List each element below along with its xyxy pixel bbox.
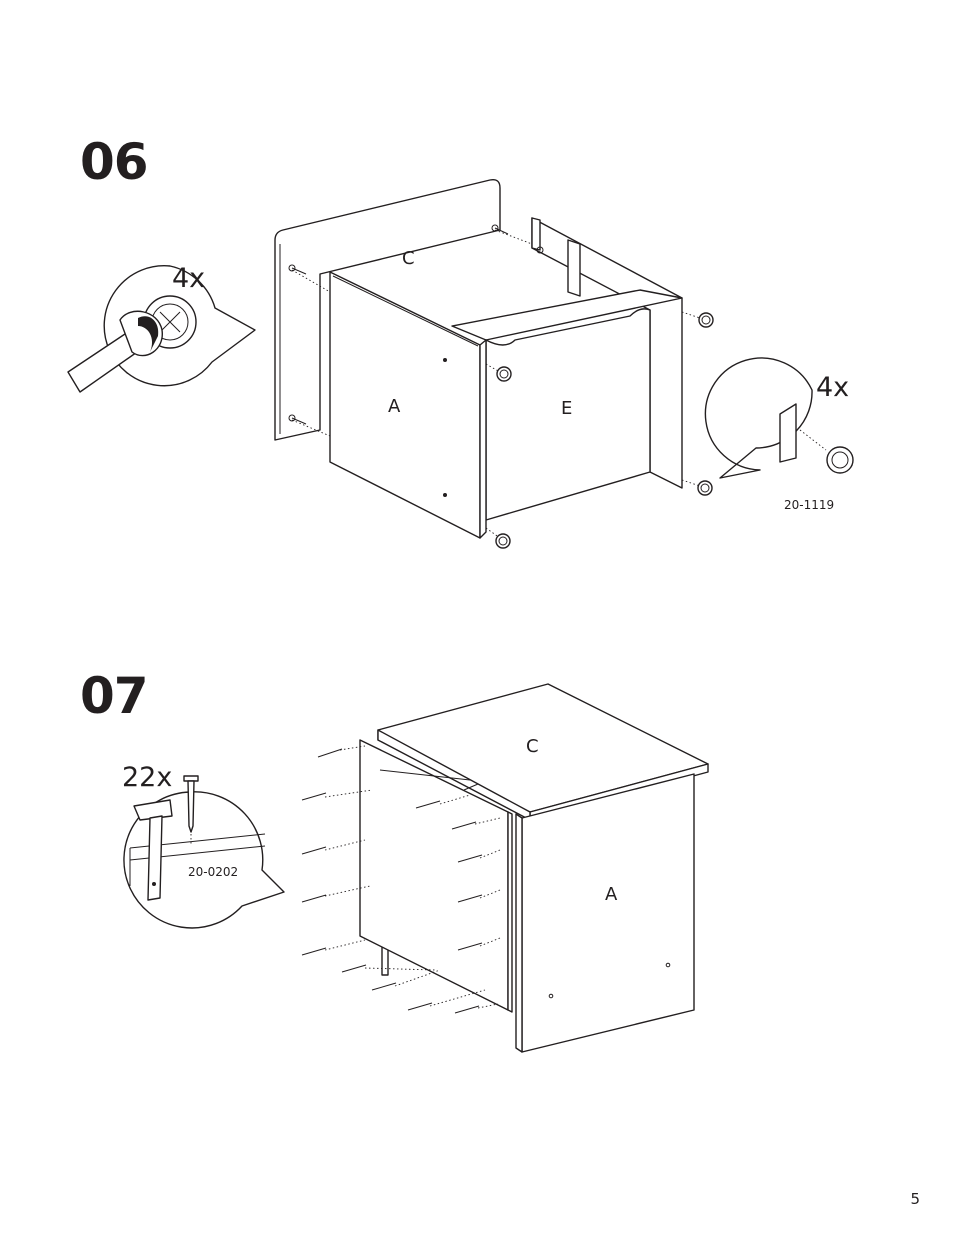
part-label-c-07: C	[526, 736, 539, 757]
panel-a-side-07: A	[516, 774, 694, 1052]
step07-quantity: 22x	[122, 762, 172, 793]
step07-part-code: 20-0202	[188, 865, 238, 879]
page-number: 5	[910, 1190, 920, 1208]
hammer-callout: 22x 20-0202	[122, 762, 284, 928]
part-label-a-07: A	[605, 884, 618, 905]
